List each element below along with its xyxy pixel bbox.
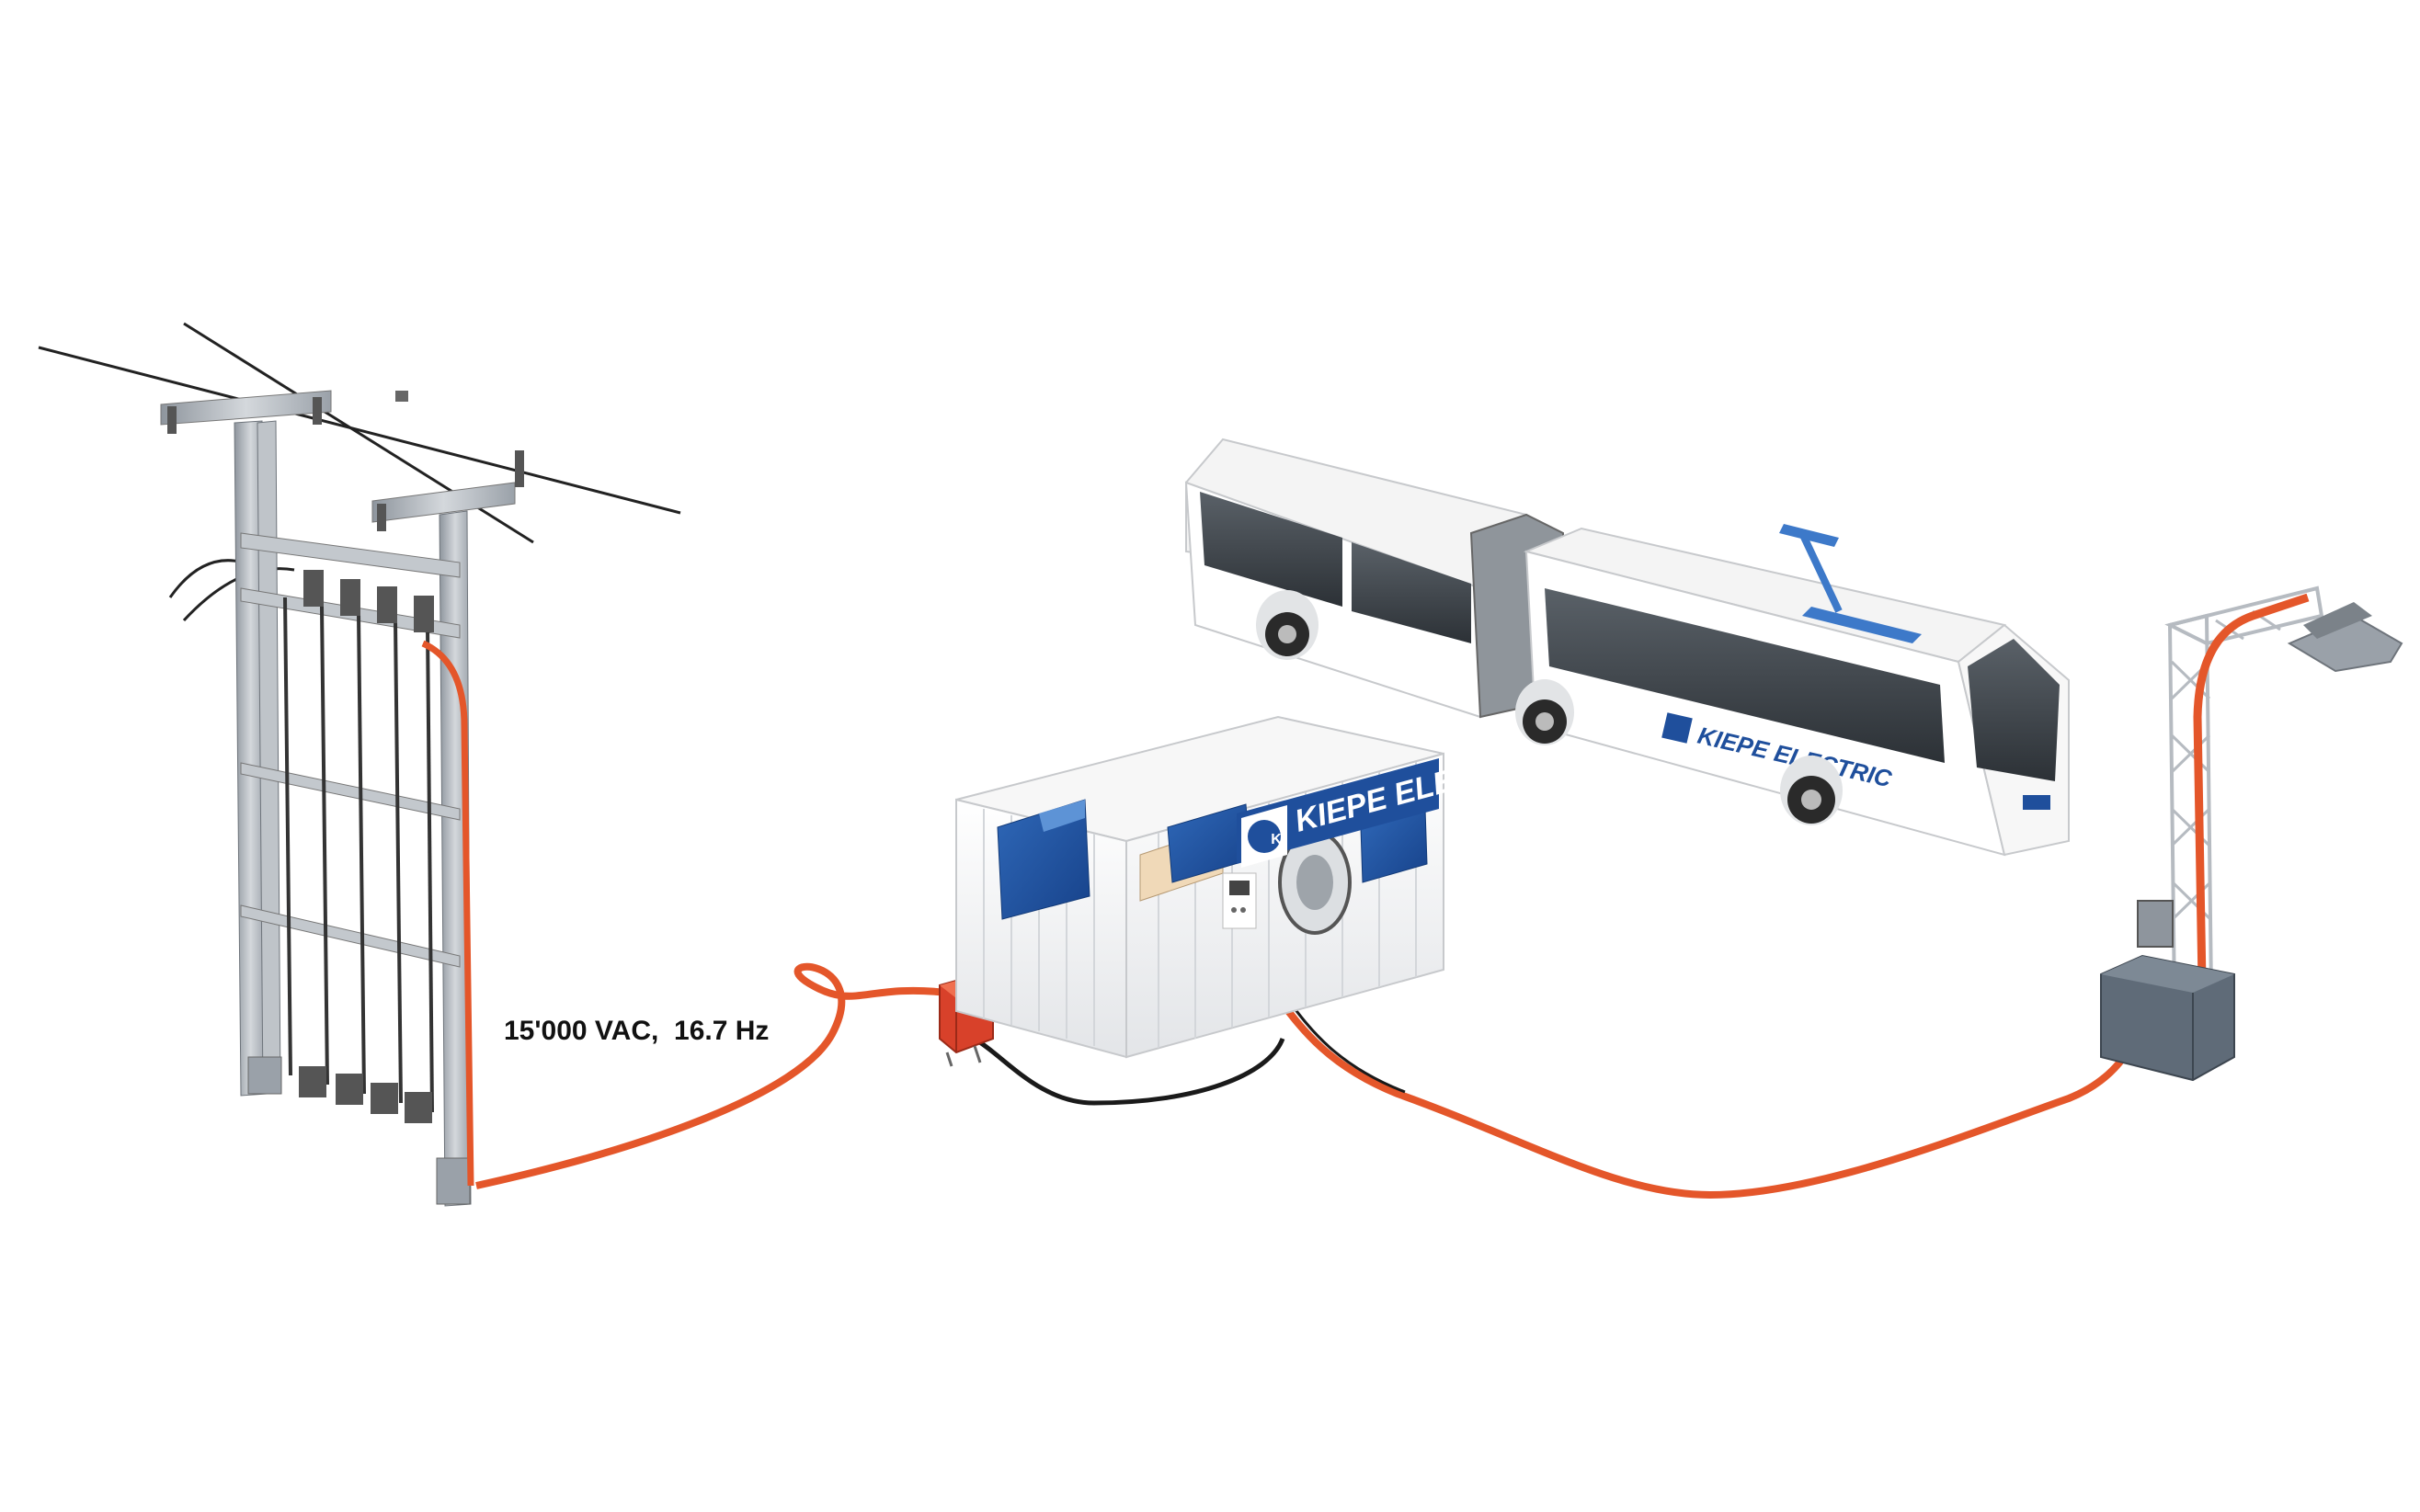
kiepe-logo-icon [1248, 820, 1281, 853]
control-cable [960, 1031, 1285, 1106]
overhead-wire [38, 346, 681, 515]
voltage-label: 15'000 VAC, 16.7 Hz [504, 1016, 770, 1046]
charging-mast-icon [2100, 585, 2403, 1082]
svg-text:K: K [1271, 832, 1282, 847]
bus-logo-icon [1661, 712, 1693, 744]
dc-cable [1252, 967, 2146, 1199]
trolleybus-icon: KIEPE ELECTRIC [1184, 438, 2070, 857]
feeder-cable [475, 962, 948, 1189]
container-icon: K KIEPE ELECTRIC [955, 715, 1550, 1059]
catenary-mast-icon [38, 322, 681, 1207]
